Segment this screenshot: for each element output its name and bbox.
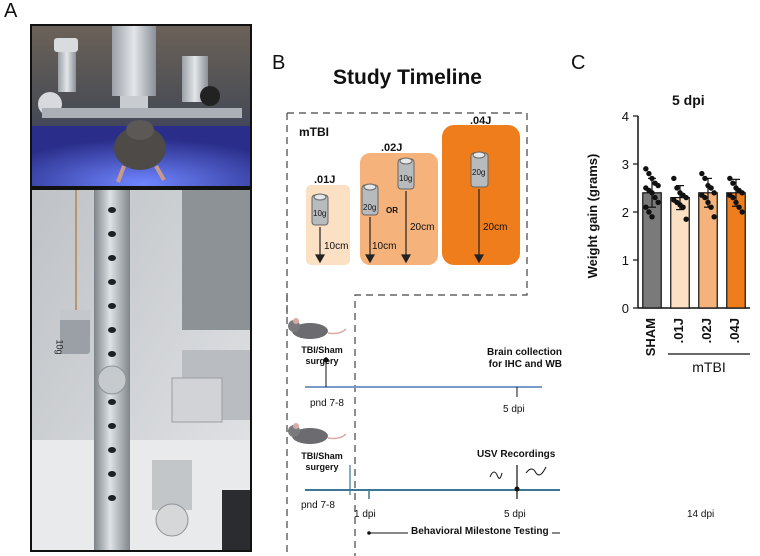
x-tick-label: .04J — [727, 318, 742, 343]
data-point — [643, 204, 649, 210]
height-label-02j-a: 10cm — [372, 241, 397, 252]
timeline-1-end: 5 dpi — [503, 404, 525, 415]
data-point — [646, 170, 652, 177]
timeline-1-surgery-label: TBI/Sham surgery — [296, 345, 348, 367]
data-point — [699, 170, 705, 177]
height-label-01j: 10cm — [324, 241, 349, 252]
brain-collection-line-1: Brain collection — [486, 347, 562, 358]
y-tick-label: 1 — [622, 253, 629, 268]
height-label-02j-b: 20cm — [410, 222, 435, 233]
chart-title: 5 dpi — [672, 92, 705, 108]
weight-cylinder-02j-b — [397, 157, 415, 190]
bar-01J — [670, 196, 690, 309]
data-point — [649, 214, 655, 220]
data-point — [708, 185, 714, 191]
weight-cylinder-02j-a — [361, 183, 379, 216]
weight-label-01j: 10g — [313, 209, 327, 218]
timeline-2-surgery-line-2: surgery — [305, 462, 339, 472]
data-point — [649, 175, 655, 182]
data-point — [649, 190, 655, 196]
data-point — [680, 204, 686, 210]
weight-label-04j: 20g — [472, 168, 486, 177]
timeline-title: Study Timeline — [333, 66, 482, 89]
timeline-2-tick-1dpi: 1 dpi — [354, 509, 376, 520]
data-point — [733, 199, 739, 206]
timeline-1-surgery-line-1: TBI/Sham — [301, 345, 343, 355]
photo-weight-drop-tube-image — [32, 190, 250, 550]
timeline-2-tick-14dpi: 14 dpi — [687, 509, 715, 520]
x-tick-label: .02J — [699, 318, 714, 343]
y-tick-label: 2 — [622, 205, 629, 220]
data-point — [671, 175, 677, 182]
timeline-2-surgery-label: TBI/Sham surgery — [296, 451, 348, 473]
data-point — [739, 209, 745, 215]
group-box-02j — [360, 153, 438, 265]
data-point — [702, 194, 708, 201]
x-tick-label: .01J — [671, 318, 686, 343]
mouse-icon-2 — [288, 423, 347, 444]
data-point — [708, 204, 714, 210]
data-point — [727, 175, 733, 182]
weight-cylinder-01j — [311, 193, 329, 226]
data-point — [683, 216, 689, 222]
energy-label-02j: .02J — [381, 142, 403, 154]
y-axis-label: Weight gain (grams) — [585, 154, 600, 279]
group-label-mtbi: mTBI — [692, 359, 725, 375]
timeline-2-tick-5dpi: 5 dpi — [504, 509, 526, 520]
dashed-inset-border — [286, 112, 528, 556]
data-point — [730, 180, 736, 186]
inset-label-mtbi: mTBI — [299, 125, 329, 139]
energy-label-04j: .04J — [470, 115, 492, 127]
weight-label: 10g — [54, 339, 65, 355]
timeline-1-start: pnd 7-8 — [310, 398, 344, 409]
panel-c-label: C — [571, 52, 586, 74]
y-tick-label: 3 — [622, 157, 629, 172]
bar-SHAM — [642, 192, 662, 309]
timeline-1-surgery-line-2: surgery — [305, 356, 339, 366]
data-point — [655, 199, 661, 206]
data-point — [730, 194, 736, 201]
weight-label-02j-a: 20g — [363, 203, 377, 212]
height-label-04j: 20cm — [483, 222, 508, 233]
photo-mouse-stereotax — [30, 24, 252, 188]
weight-cylinder-04j — [470, 151, 489, 188]
y-tick-label: 4 — [622, 109, 629, 124]
brain-collection-label: Brain collection for IHC and WB — [470, 347, 562, 371]
group-box-04j — [442, 125, 520, 265]
data-point — [702, 175, 708, 182]
data-point — [655, 182, 661, 189]
usv-recordings-label: USV Recordings — [477, 449, 556, 460]
panel-b-label: B — [272, 52, 286, 74]
photo-mouse-stereotax-image — [32, 26, 250, 186]
data-point — [711, 190, 717, 196]
data-point — [674, 185, 680, 191]
x-tick-label: SHAM — [643, 318, 658, 356]
data-point — [711, 214, 717, 220]
bar-02J — [698, 192, 718, 309]
data-point — [683, 194, 689, 201]
data-point — [643, 166, 649, 172]
energy-label-01j: .01J — [314, 174, 336, 186]
data-point — [705, 199, 711, 206]
weight-label-02j-b: 10g — [399, 174, 413, 183]
data-point — [739, 190, 745, 196]
photo-weight-drop-tube: 10g — [30, 188, 252, 552]
y-tick-label: 0 — [622, 301, 629, 316]
mouse-icon-1 — [288, 318, 347, 339]
timeline-2-start: pnd 7-8 — [301, 500, 335, 511]
data-point — [736, 204, 742, 210]
study-timeline-diagram — [286, 112, 560, 556]
behavioral-testing-label: Behavioral Milestone Testing — [408, 526, 552, 537]
data-point — [646, 209, 652, 215]
brain-collection-line-2: for IHC and WB — [488, 359, 562, 370]
panel-a-label: A — [4, 0, 18, 22]
or-label: OR — [386, 206, 398, 215]
timeline-2-surgery-line-1: TBI/Sham — [301, 451, 343, 461]
data-point — [652, 194, 658, 201]
